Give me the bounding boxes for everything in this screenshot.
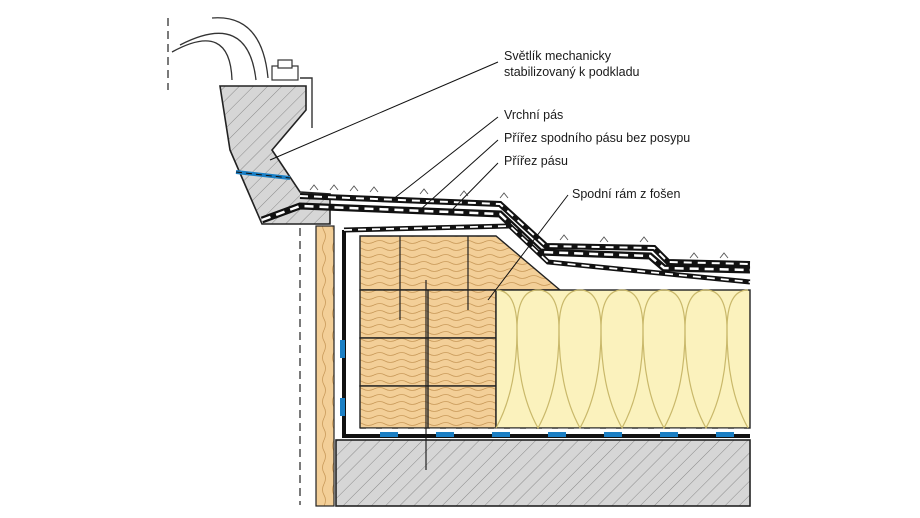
wood-cladding	[315, 225, 335, 507]
leader-lines	[269, 61, 569, 301]
label-top-layer: Vrchní pás	[504, 108, 563, 122]
timber-frame	[359, 235, 562, 470]
label-skylight-1: Světlík mechanicky	[504, 49, 612, 63]
label-strip-cut: Přířez pásu	[504, 154, 568, 168]
concrete-base	[335, 439, 751, 507]
tape-base	[340, 340, 734, 437]
label-bottom-cut: Přířez spodního pásu bez posypu	[504, 131, 690, 145]
insulation	[495, 289, 751, 430]
label-skylight-2: stabilizovaný k podkladu	[504, 65, 640, 79]
roof-membranes	[260, 184, 751, 285]
skylight-dome	[171, 17, 269, 81]
skylight-curb	[219, 85, 331, 225]
fastener-bolt	[271, 59, 313, 128]
label-frame: Spodní rám z fošen	[572, 187, 680, 201]
